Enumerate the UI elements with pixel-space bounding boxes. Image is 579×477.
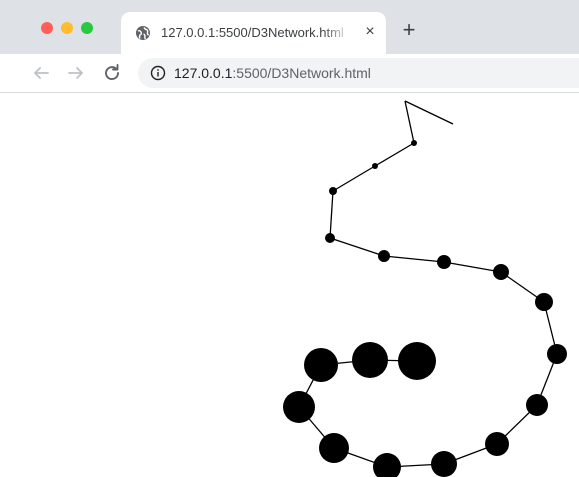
graph-node[interactable]	[547, 344, 567, 364]
graph-node[interactable]	[411, 140, 417, 146]
graph-node[interactable]	[373, 453, 401, 477]
close-window-button[interactable]	[41, 22, 53, 34]
graph-link	[374, 142, 415, 167]
graph-node[interactable]	[493, 264, 509, 280]
graph-link	[332, 165, 376, 192]
graph-link	[404, 100, 454, 125]
graph-node[interactable]	[398, 342, 436, 380]
url-text: 127.0.0.1:5500/D3Network.html	[174, 65, 371, 81]
toolbar: 127.0.0.1:5500/D3Network.html	[0, 54, 579, 93]
graph-node[interactable]	[352, 342, 388, 378]
address-bar[interactable]: 127.0.0.1:5500/D3Network.html	[138, 58, 579, 88]
network-graph	[283, 100, 567, 477]
graph-node[interactable]	[437, 255, 451, 269]
reload-icon[interactable]	[100, 61, 124, 85]
page-content	[0, 93, 579, 477]
graph-node[interactable]	[378, 250, 390, 262]
graph-node[interactable]	[329, 187, 337, 195]
forward-arrow-icon[interactable]	[64, 61, 88, 85]
graph-link	[383, 255, 445, 263]
minimize-window-button[interactable]	[61, 22, 73, 34]
graph-link	[404, 100, 415, 144]
tab-active[interactable]: 127.0.0.1:5500/D3Network.html ×	[121, 12, 386, 54]
graph-node[interactable]	[283, 391, 315, 423]
url-host: 127.0.0.1	[174, 65, 233, 81]
info-icon[interactable]	[150, 65, 166, 81]
maximize-window-button[interactable]	[81, 22, 93, 34]
graph-link	[329, 237, 385, 257]
back-arrow-icon[interactable]	[29, 61, 53, 85]
graph-node[interactable]	[526, 394, 548, 416]
tab-strip: 127.0.0.1:5500/D3Network.html × +	[0, 0, 579, 54]
url-path: :5500/D3Network.html	[232, 65, 371, 81]
globe-icon	[135, 25, 151, 41]
close-icon[interactable]: ×	[365, 23, 375, 40]
tab-title: 127.0.0.1:5500/D3Network.html	[161, 25, 344, 40]
graph-node[interactable]	[325, 233, 335, 243]
graph-node[interactable]	[319, 433, 349, 463]
graph-node[interactable]	[304, 348, 338, 382]
graph-link	[329, 190, 334, 239]
graph-node[interactable]	[535, 293, 553, 311]
graph-node[interactable]	[485, 432, 509, 456]
graph-node[interactable]	[431, 451, 457, 477]
graph-node[interactable]	[372, 163, 378, 169]
graph-link	[443, 261, 502, 273]
plus-icon[interactable]: +	[402, 17, 416, 42]
